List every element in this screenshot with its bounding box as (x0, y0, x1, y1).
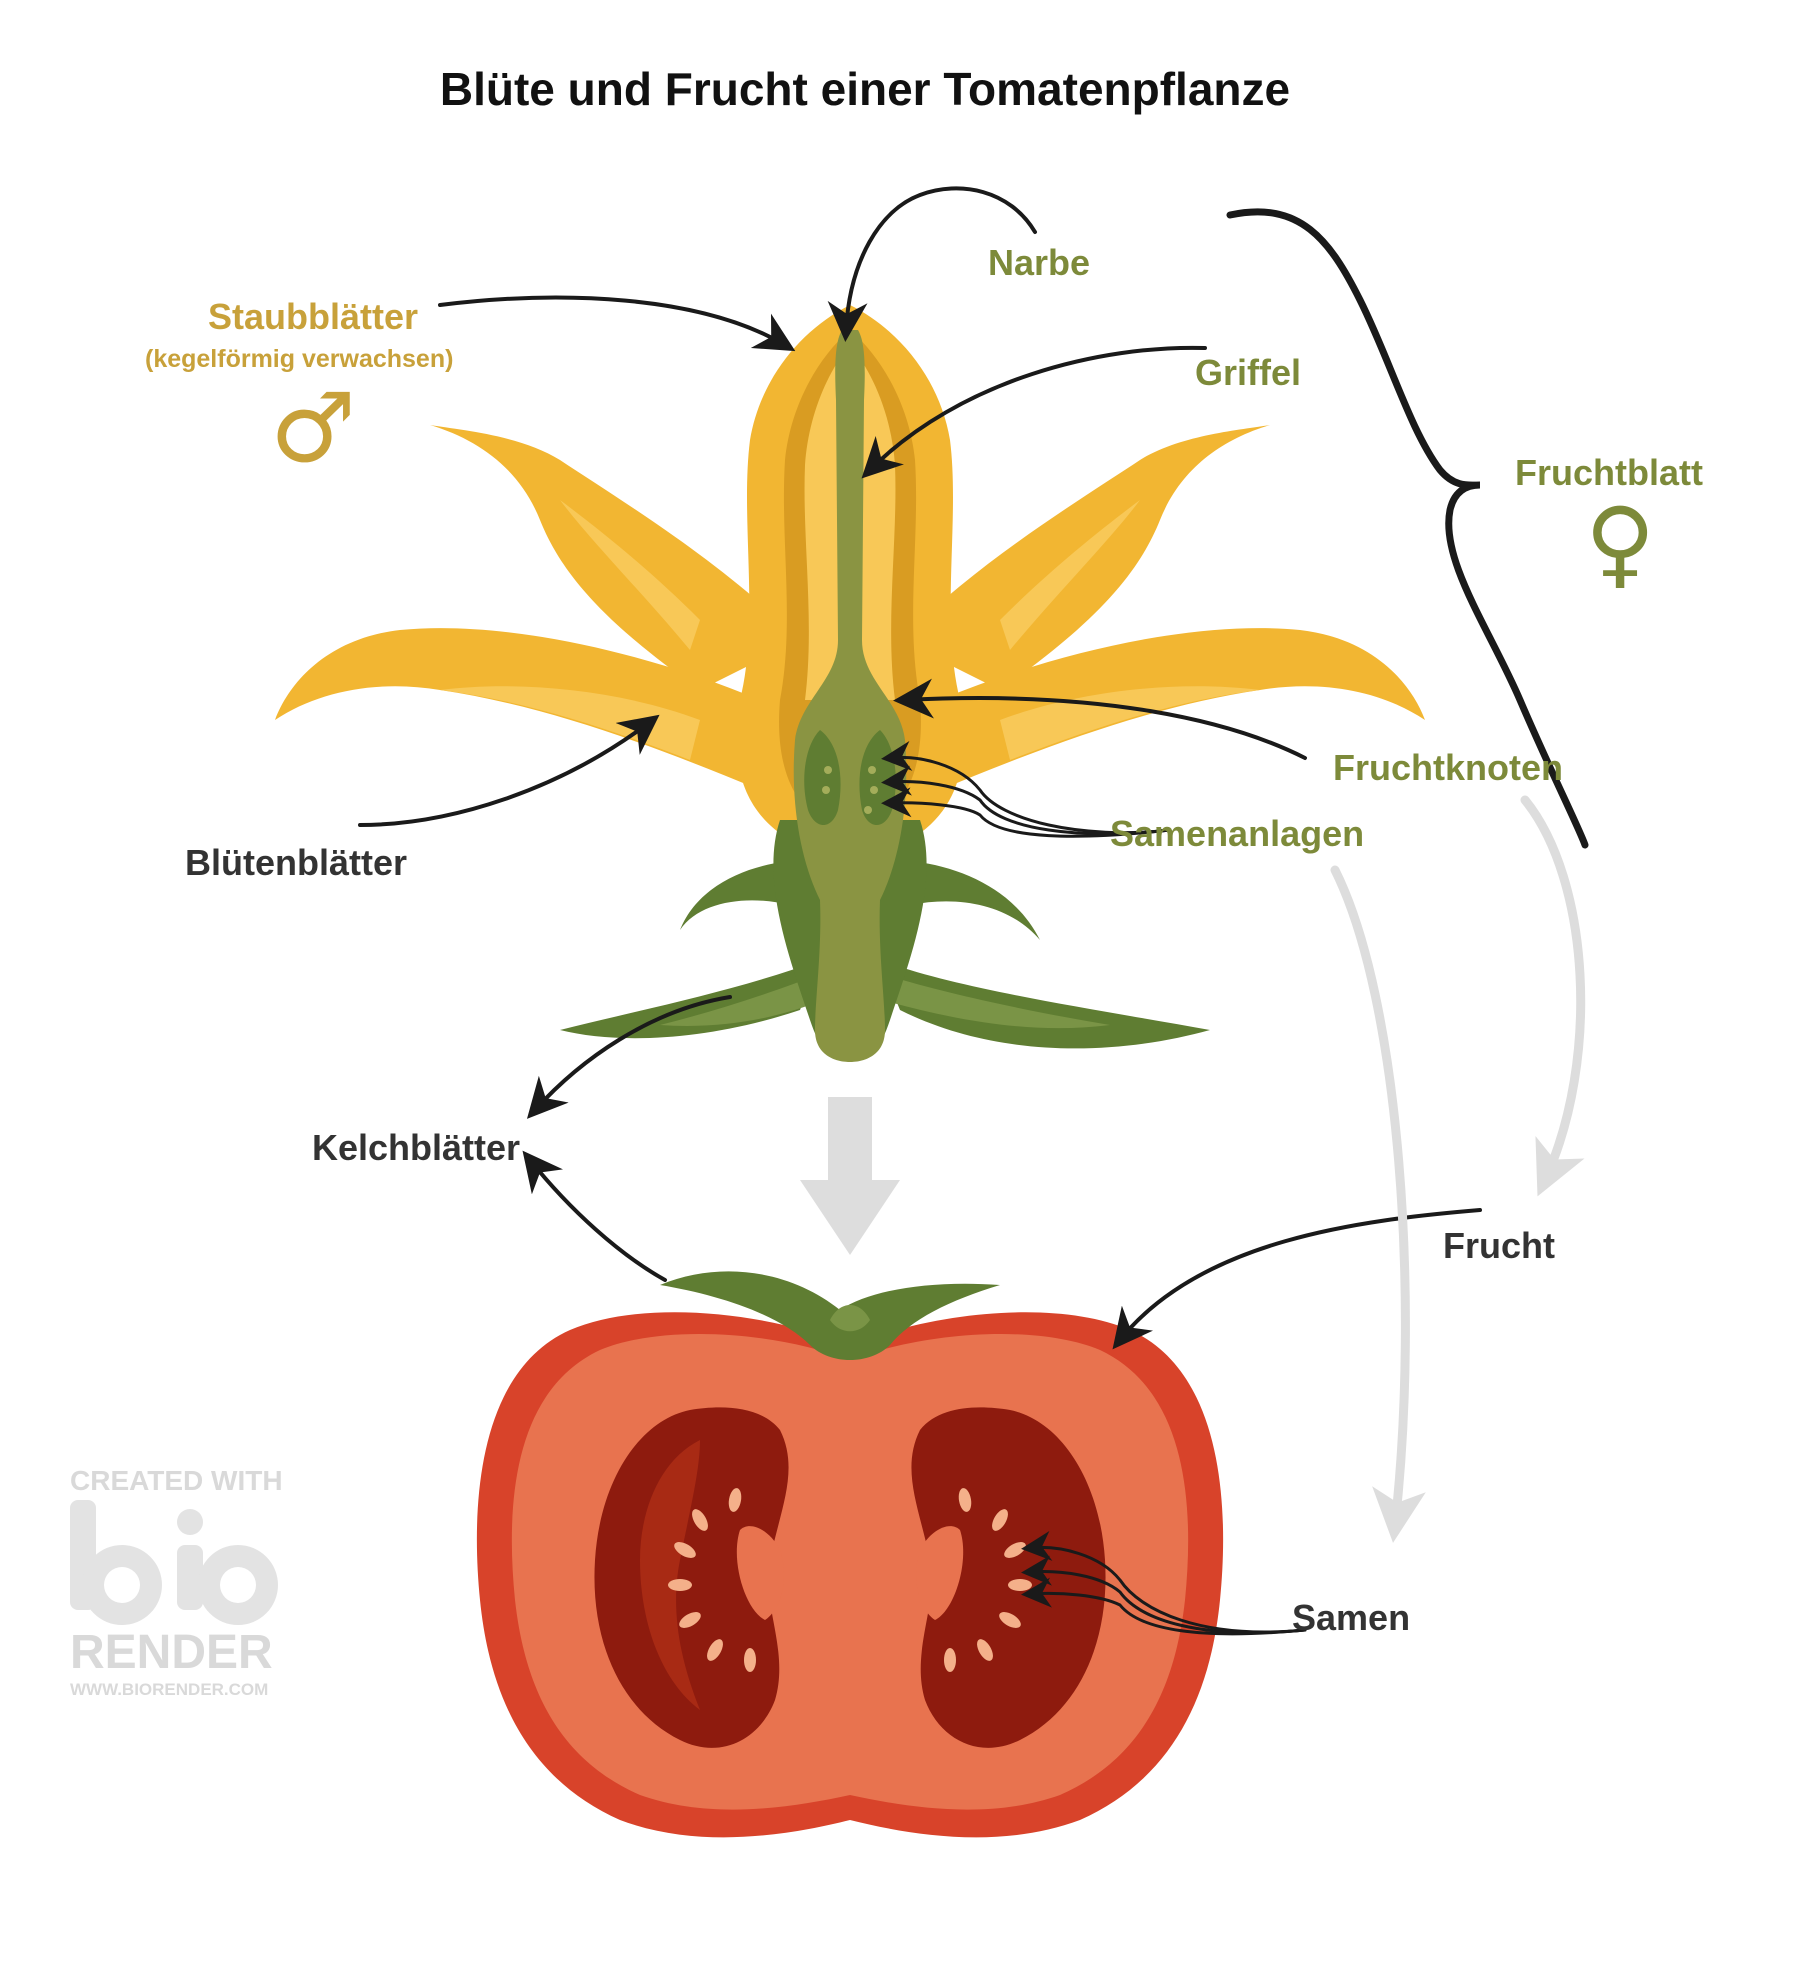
petal-lower-left (275, 628, 760, 790)
watermark-line1: CREATED WITH (70, 1465, 283, 1496)
petal-lower-right (940, 628, 1425, 790)
arrow-bluetenblaetter (358, 714, 660, 827)
tomato-calyx (660, 1271, 1000, 1360)
arrow-griffel (861, 345, 1207, 479)
transition-arrow (800, 1097, 900, 1255)
transformation-arrows (1330, 795, 1586, 1543)
sepal-right-lower (880, 960, 1210, 1049)
arrow-samenanlagen (881, 740, 1172, 835)
arrow-samen (1021, 1530, 1307, 1634)
label-fruchtblatt: Fruchtblatt (1515, 452, 1703, 493)
sepal-right-upper (890, 860, 1040, 940)
ovary-locule-left (804, 730, 841, 825)
watermark-line3: RENDER (70, 1626, 273, 1679)
label-staubblaetter-sub: (kegelförmig verwachsen) (145, 345, 454, 373)
label-staubblaetter: Staubblätter (208, 296, 419, 337)
arrow-frucht (1112, 1208, 1482, 1350)
gray-arrow-fruchtknoten-frucht (1520, 795, 1586, 1197)
label-samenanlagen: Samenanlagen (1110, 813, 1365, 854)
label-bluetenblaetter: Blütenblätter (185, 842, 408, 883)
male-symbol-icon: ♂ (270, 372, 357, 484)
watermark-line4: WWW.BIORENDER.COM (70, 1680, 269, 1699)
arrow-kelchblaetter-flower (526, 995, 732, 1119)
fruchtblatt-brace (1226, 208, 1589, 849)
arrow-narbe (827, 186, 1037, 342)
label-griffel: Griffel (1195, 352, 1302, 393)
label-kelchblaetter: Kelchblätter (312, 1127, 521, 1168)
label-narbe: Narbe (988, 242, 1091, 283)
tomato-fruit (476, 1271, 1224, 1838)
diagram-title: Blüte und Frucht einer Tomatenpflanze (439, 63, 1291, 115)
arrow-fruchtknoten (893, 678, 1307, 760)
label-samen: Samen (1292, 1597, 1411, 1638)
pistil (793, 330, 907, 1062)
arrow-kelchblaetter-tomato (522, 1150, 667, 1282)
arrow-staubblaetter (438, 295, 796, 352)
label-fruchtknoten: Fruchtknoten (1333, 747, 1563, 788)
female-symbol-icon: ♀ (1585, 487, 1656, 599)
label-frucht: Frucht (1443, 1225, 1555, 1266)
pointer-arrows (358, 186, 1482, 1636)
watermark-line2: bio (70, 1600, 72, 1601)
biorender-watermark-logo (70, 1500, 278, 1625)
gray-arrow-samenanlagen-samen (1330, 865, 1426, 1543)
tomato-flower (275, 305, 1425, 1062)
